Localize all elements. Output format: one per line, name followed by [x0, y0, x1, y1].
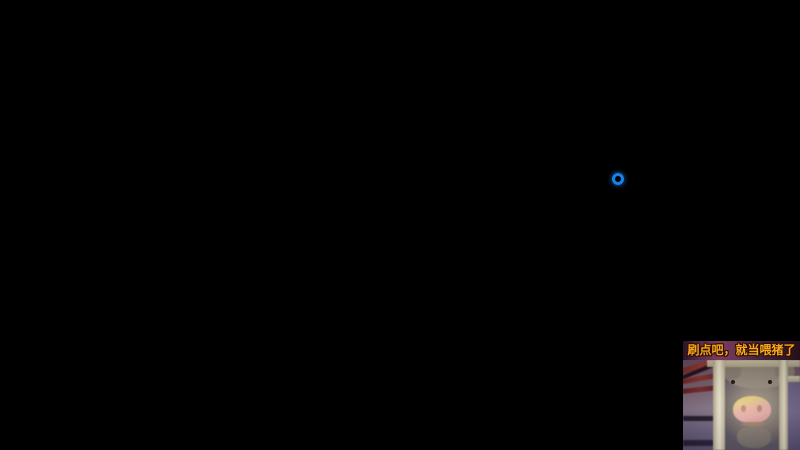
pen-rail-mid [779, 376, 800, 382]
pig-snout [733, 396, 771, 423]
pen-post-right [779, 360, 788, 450]
pip-video-overlay[interactable]: 刷点吧，就当喂猪了 [683, 341, 800, 450]
pig-nostril-left [741, 405, 746, 412]
pig-nostril-right [757, 405, 762, 412]
pip-banner: 刷点吧，就当喂猪了 [683, 341, 800, 360]
pig-mouth [741, 422, 765, 426]
pip-banner-text: 刷点吧，就当喂猪了 [687, 343, 796, 357]
pen-floor-shadow-2 [683, 440, 723, 446]
pig-eye-right [768, 380, 772, 384]
pig-eye-left [731, 380, 735, 384]
pen-rail-top [707, 360, 800, 367]
pen-wall-right [787, 380, 800, 450]
pen-post-left [713, 360, 725, 450]
blue-ring-indicator[interactable] [612, 173, 624, 185]
pen-floor-shadow-1 [683, 416, 725, 421]
pip-video-frame[interactable] [683, 360, 800, 450]
pig-chin [737, 426, 771, 448]
